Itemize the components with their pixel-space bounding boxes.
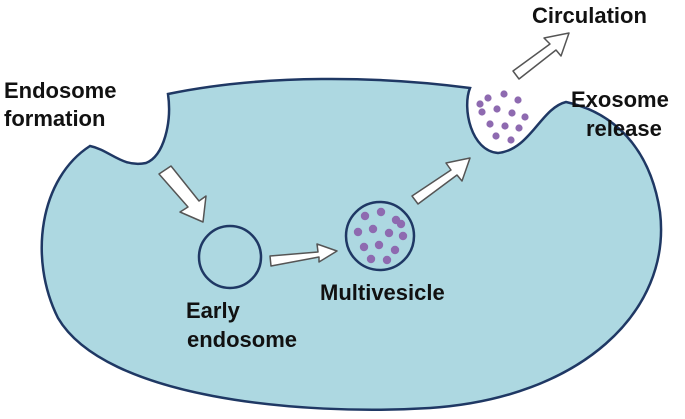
exosome-dot [493, 105, 501, 113]
arrow-multivesicle-to-exosome-release [411, 157, 471, 205]
vesicle-dot [396, 219, 406, 229]
exosome-dot [492, 132, 500, 140]
circulation-label: Circulation [532, 3, 647, 28]
early-endosome [197, 224, 263, 290]
early-endosome-label-line1: Early [186, 298, 241, 323]
exosome-release-label-line2: release [586, 116, 662, 141]
arrow-formation-to-early-endosome [158, 165, 207, 223]
arrow-to-circulation [512, 32, 570, 80]
vesicle-dot [366, 254, 376, 264]
exosome-dot [500, 90, 508, 98]
exosome-dot [514, 96, 522, 104]
vesicle-dot [384, 228, 394, 238]
released-exosomes [476, 90, 529, 144]
vesicle-dot [374, 240, 384, 250]
vesicle-dot [359, 242, 369, 252]
exosome-dot [515, 124, 523, 132]
exosome-dot [507, 136, 515, 144]
exosome-dot [501, 122, 509, 130]
multivesicle-label: Multivesicle [320, 280, 445, 305]
vesicle-dot [398, 231, 408, 241]
vesicle-dot [390, 245, 400, 255]
exosome-dot [478, 108, 486, 116]
exosome-dot [508, 109, 516, 117]
exosome-release-label-line1: Exosome [571, 87, 669, 112]
endosome-formation-label-line1: Endosome [4, 78, 116, 103]
exosome-dot [486, 120, 494, 128]
exosome-dot [521, 113, 529, 121]
arrow-early-endosome-to-multivesicle [269, 243, 338, 267]
exosome-dot [484, 94, 492, 102]
vesicle-dot [353, 227, 363, 237]
endosome-formation-label-line2: formation [4, 106, 105, 131]
vesicle-dot [368, 224, 378, 234]
exosome-dot [476, 100, 484, 108]
vesicle-dot [376, 207, 386, 217]
vesicle-dot [360, 211, 370, 221]
multivesicle-contents [353, 207, 408, 265]
early-endosome-label-line2: endosome [187, 327, 297, 352]
vesicle-dot [382, 255, 392, 265]
